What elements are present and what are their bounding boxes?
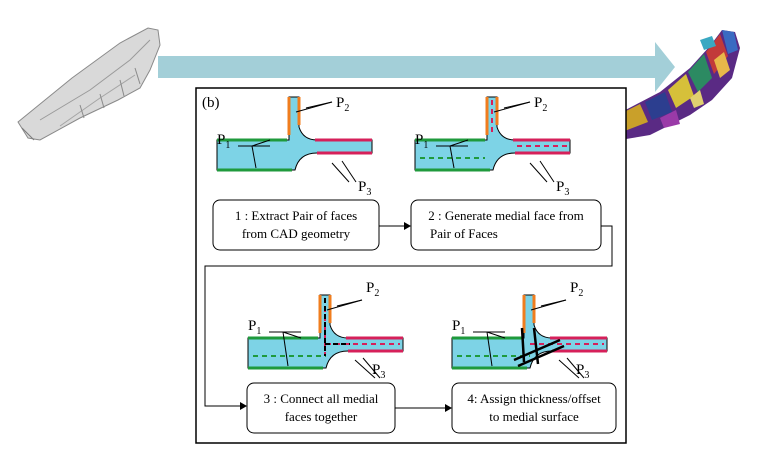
step3-box: 3 : Connect all medial faces together	[246, 382, 396, 434]
svg-text:to medial surface: to medial surface	[489, 409, 579, 424]
svg-text:2 : Generate medial face from: 2 : Generate medial face from	[428, 208, 584, 223]
svg-text:P3: P3	[372, 362, 385, 381]
connector-1-2	[379, 222, 411, 230]
svg-text:P3: P3	[556, 179, 569, 198]
step4-box: 4: Assign thickness/offset to medial sur…	[451, 382, 617, 434]
panel-label: (b)	[202, 95, 220, 111]
svg-text:P3: P3	[358, 179, 371, 198]
step1-callouts: P2 P1 P3	[217, 95, 371, 198]
svg-text:P2: P2	[570, 280, 583, 299]
svg-text:P1: P1	[415, 132, 428, 151]
svg-text:Pair of Faces: Pair of Faces	[430, 226, 498, 241]
transition-arrow	[158, 42, 675, 92]
step4-callouts: P2 P1 P3	[452, 280, 589, 381]
svg-text:P1: P1	[452, 318, 465, 337]
svg-text:P3: P3	[576, 362, 589, 381]
step3-callouts: P2 P1 P3	[248, 280, 385, 381]
step1-box: 1 : Extract Pair of faces from CAD geome…	[212, 199, 380, 251]
svg-text:P2: P2	[336, 95, 349, 114]
step2-callouts: P2 P1 P3	[415, 95, 569, 198]
connector-2-3	[204, 225, 613, 410]
svg-text:4: Assign thickness/offset: 4: Assign thickness/offset	[467, 391, 601, 406]
midsurface-part-image	[610, 30, 740, 140]
step4-illustration	[451, 294, 608, 370]
svg-text:P1: P1	[248, 318, 261, 337]
svg-text:1 : Extract Pair of faces: 1 : Extract Pair of faces	[235, 208, 357, 223]
step2-box: 2 : Generate medial face from Pair of Fa…	[410, 199, 602, 251]
step3-illustration	[247, 294, 404, 370]
svg-text:P2: P2	[534, 95, 547, 114]
connector-3-4	[395, 404, 452, 412]
svg-text:faces together: faces together	[285, 409, 358, 424]
svg-text:3 : Connect all medial: 3 : Connect all medial	[264, 391, 379, 406]
step1-illustration	[216, 96, 373, 172]
svg-text:from CAD geometry: from CAD geometry	[242, 226, 351, 241]
svg-text:P1: P1	[217, 132, 230, 151]
cad-part-image	[17, 27, 161, 141]
svg-text:P2: P2	[366, 280, 379, 299]
